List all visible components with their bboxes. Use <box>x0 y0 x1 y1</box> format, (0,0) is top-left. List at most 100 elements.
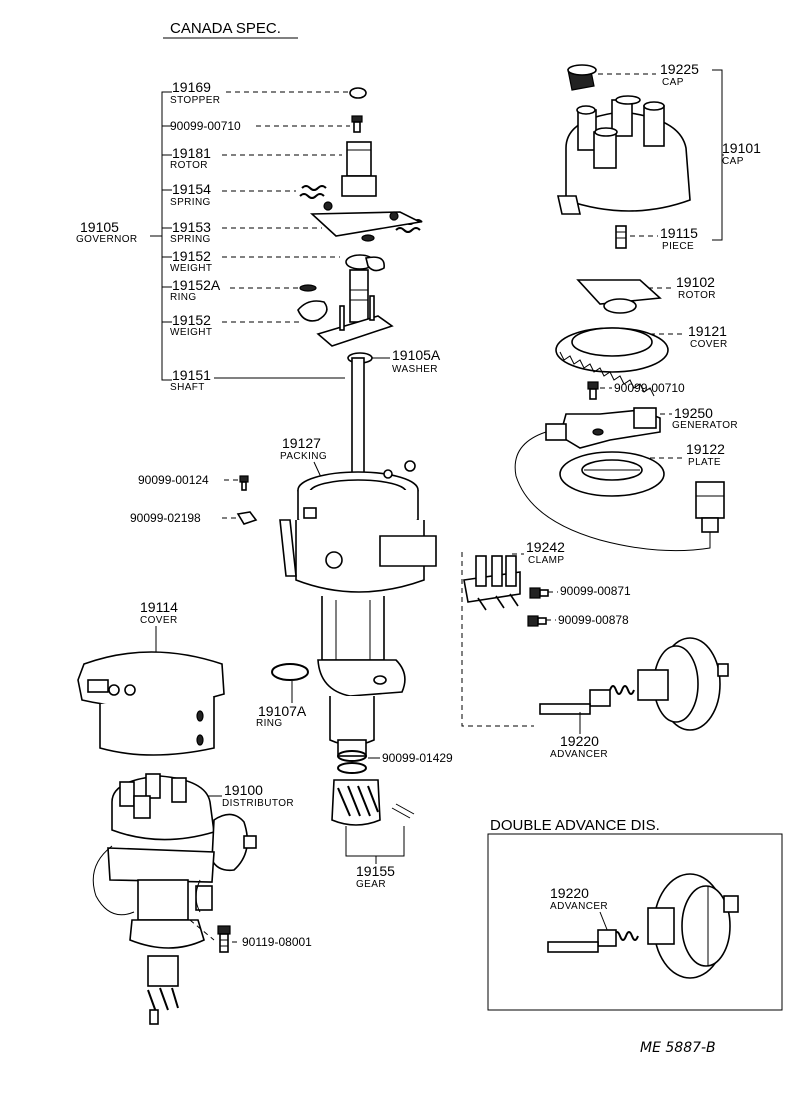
svg-text:19220: 19220 <box>560 733 599 749</box>
label-90099-00710-top: 90099-00710 <box>170 119 241 133</box>
advancer-19220-double: 19220 ADVANCER <box>547 873 739 979</box>
svg-text:GENERATOR: GENERATOR <box>672 420 738 431</box>
svg-text:19115: 19115 <box>660 225 698 241</box>
svg-text:SHAFT: SHAFT <box>170 382 205 393</box>
svg-text:STOPPER: STOPPER <box>170 95 220 106</box>
screw-90099-00710-right: 90099-00710 <box>587 381 685 400</box>
screw-90099-00710 <box>351 115 363 133</box>
label-19152-lower: 19152 WEIGHT <box>170 312 212 338</box>
screw-90119-08001: 90119-08001 <box>217 925 312 953</box>
svg-text:19154: 19154 <box>172 181 211 197</box>
svg-text:CLAMP: CLAMP <box>528 555 564 566</box>
svg-text:19100: 19100 <box>224 782 263 798</box>
svg-text:19121: 19121 <box>688 323 727 339</box>
distributor-19100-assembly: 19100 DISTRIBUTOR <box>92 773 294 1025</box>
svg-text:SPRING: SPRING <box>170 197 211 208</box>
stopper-part <box>349 87 367 99</box>
svg-text:ROTOR: ROTOR <box>170 160 208 171</box>
advancer-assembly-line <box>461 552 534 727</box>
ring-19107A <box>271 663 309 681</box>
distributor-housing <box>279 460 437 757</box>
svg-text:90099-00710: 90099-00710 <box>170 119 241 133</box>
inset-title: DOUBLE ADVANCE DIS. <box>490 817 660 834</box>
svg-text:90099-00124: 90099-00124 <box>138 473 209 487</box>
screw-90099-00878: 90099-00878 <box>527 613 629 627</box>
svg-text:WEIGHT: WEIGHT <box>170 327 212 338</box>
label-19225: 19225 CAP <box>660 61 699 88</box>
svg-text:PACKING: PACKING <box>280 451 327 462</box>
svg-text:ROTOR: ROTOR <box>678 290 716 301</box>
advancer-19220: 19220 ADVANCER <box>539 637 729 760</box>
label-19181: 19181 ROTOR <box>170 145 211 171</box>
svg-text:19225: 19225 <box>660 61 699 77</box>
svg-text:CAP: CAP <box>662 77 684 88</box>
svg-text:DISTRIBUTOR: DISTRIBUTOR <box>222 798 294 809</box>
cap-19225 <box>567 64 597 91</box>
rotor-19102: 19102 ROTOR <box>576 274 716 314</box>
drawing-code: ME 5887-B <box>640 1040 716 1056</box>
inset-frame <box>487 833 783 1011</box>
generator-19250: 19250 GENERATOR <box>545 405 738 449</box>
cover-19114: 19114 COVER <box>77 599 225 756</box>
svg-text:GEAR: GEAR <box>356 879 386 890</box>
svg-text:90099-02198: 90099-02198 <box>130 511 201 525</box>
clamp-19242: 19242 CLAMP <box>463 539 565 611</box>
svg-text:19101: 19101 <box>722 140 761 156</box>
label-19152-upper: 19152 WEIGHT <box>170 248 212 274</box>
label-19101: 19101 CAP <box>722 140 761 167</box>
label-19105: 19105 GOVERNOR <box>76 219 138 245</box>
svg-text:19151: 19151 <box>172 367 211 383</box>
svg-text:RING: RING <box>256 718 283 729</box>
cover-19121: 19121 COVER <box>555 323 728 397</box>
label-19105A: 19105A WASHER <box>392 347 441 375</box>
svg-text:PIECE: PIECE <box>662 241 694 252</box>
svg-text:19153: 19153 <box>172 219 211 235</box>
svg-text:90119-08001: 90119-08001 <box>242 935 312 949</box>
svg-text:19220: 19220 <box>550 885 589 901</box>
rotor-19181 <box>341 141 377 197</box>
svg-text:19152: 19152 <box>172 312 211 328</box>
label-19152A: 19152A RING <box>170 277 221 303</box>
svg-text:PLATE: PLATE <box>688 457 721 468</box>
svg-text:ADVANCER: ADVANCER <box>550 901 608 912</box>
svg-text:RING: RING <box>170 292 197 303</box>
washer-90099-02198: 90099-02198 <box>130 511 258 525</box>
svg-text:19107A: 19107A <box>258 703 307 719</box>
screw-90099-00124: 90099-00124 <box>138 473 249 491</box>
svg-text:19105: 19105 <box>80 219 119 235</box>
svg-text:19105A: 19105A <box>392 347 441 363</box>
svg-text:GOVERNOR: GOVERNOR <box>76 234 138 245</box>
plate-19122: 19122 PLATE <box>559 441 725 497</box>
label-19153: 19153 SPRING <box>170 219 211 245</box>
svg-text:19127: 19127 <box>282 435 321 451</box>
svg-text:CAP: CAP <box>722 156 744 167</box>
gear-19155: 19155 GEAR <box>331 779 415 890</box>
label-19169: 19169 STOPPER <box>170 79 220 106</box>
distributor-cap-19101 <box>557 95 691 215</box>
svg-text:90099-00871: 90099-00871 <box>560 584 631 598</box>
piece-19115: 19115 PIECE <box>615 225 698 252</box>
svg-text:19114: 19114 <box>140 599 178 615</box>
svg-text:COVER: COVER <box>140 615 178 626</box>
svg-text:WEIGHT: WEIGHT <box>170 263 212 274</box>
svg-text:19242: 19242 <box>526 539 565 555</box>
svg-text:90099-00878: 90099-00878 <box>558 613 629 627</box>
label-19107A: 19107A RING <box>256 703 307 729</box>
svg-text:19181: 19181 <box>172 145 211 161</box>
svg-text:90099-00710: 90099-00710 <box>614 381 685 395</box>
svg-text:19169: 19169 <box>172 79 211 95</box>
label-19154: 19154 SPRING <box>170 181 211 208</box>
svg-text:COVER: COVER <box>690 339 728 350</box>
diagram-title: CANADA SPEC. <box>170 20 281 37</box>
svg-text:19152: 19152 <box>172 248 211 264</box>
screw-90099-00871: 90099-00871 <box>529 584 631 599</box>
svg-text:WASHER: WASHER <box>392 364 438 375</box>
label-19151: 19151 SHAFT <box>170 367 211 393</box>
label-19127: 19127 PACKING <box>280 435 327 462</box>
governor-shaft <box>297 254 394 499</box>
governor-plate <box>309 201 423 242</box>
svg-text:90099-01429: 90099-01429 <box>382 751 453 765</box>
svg-text:19155: 19155 <box>356 863 395 879</box>
